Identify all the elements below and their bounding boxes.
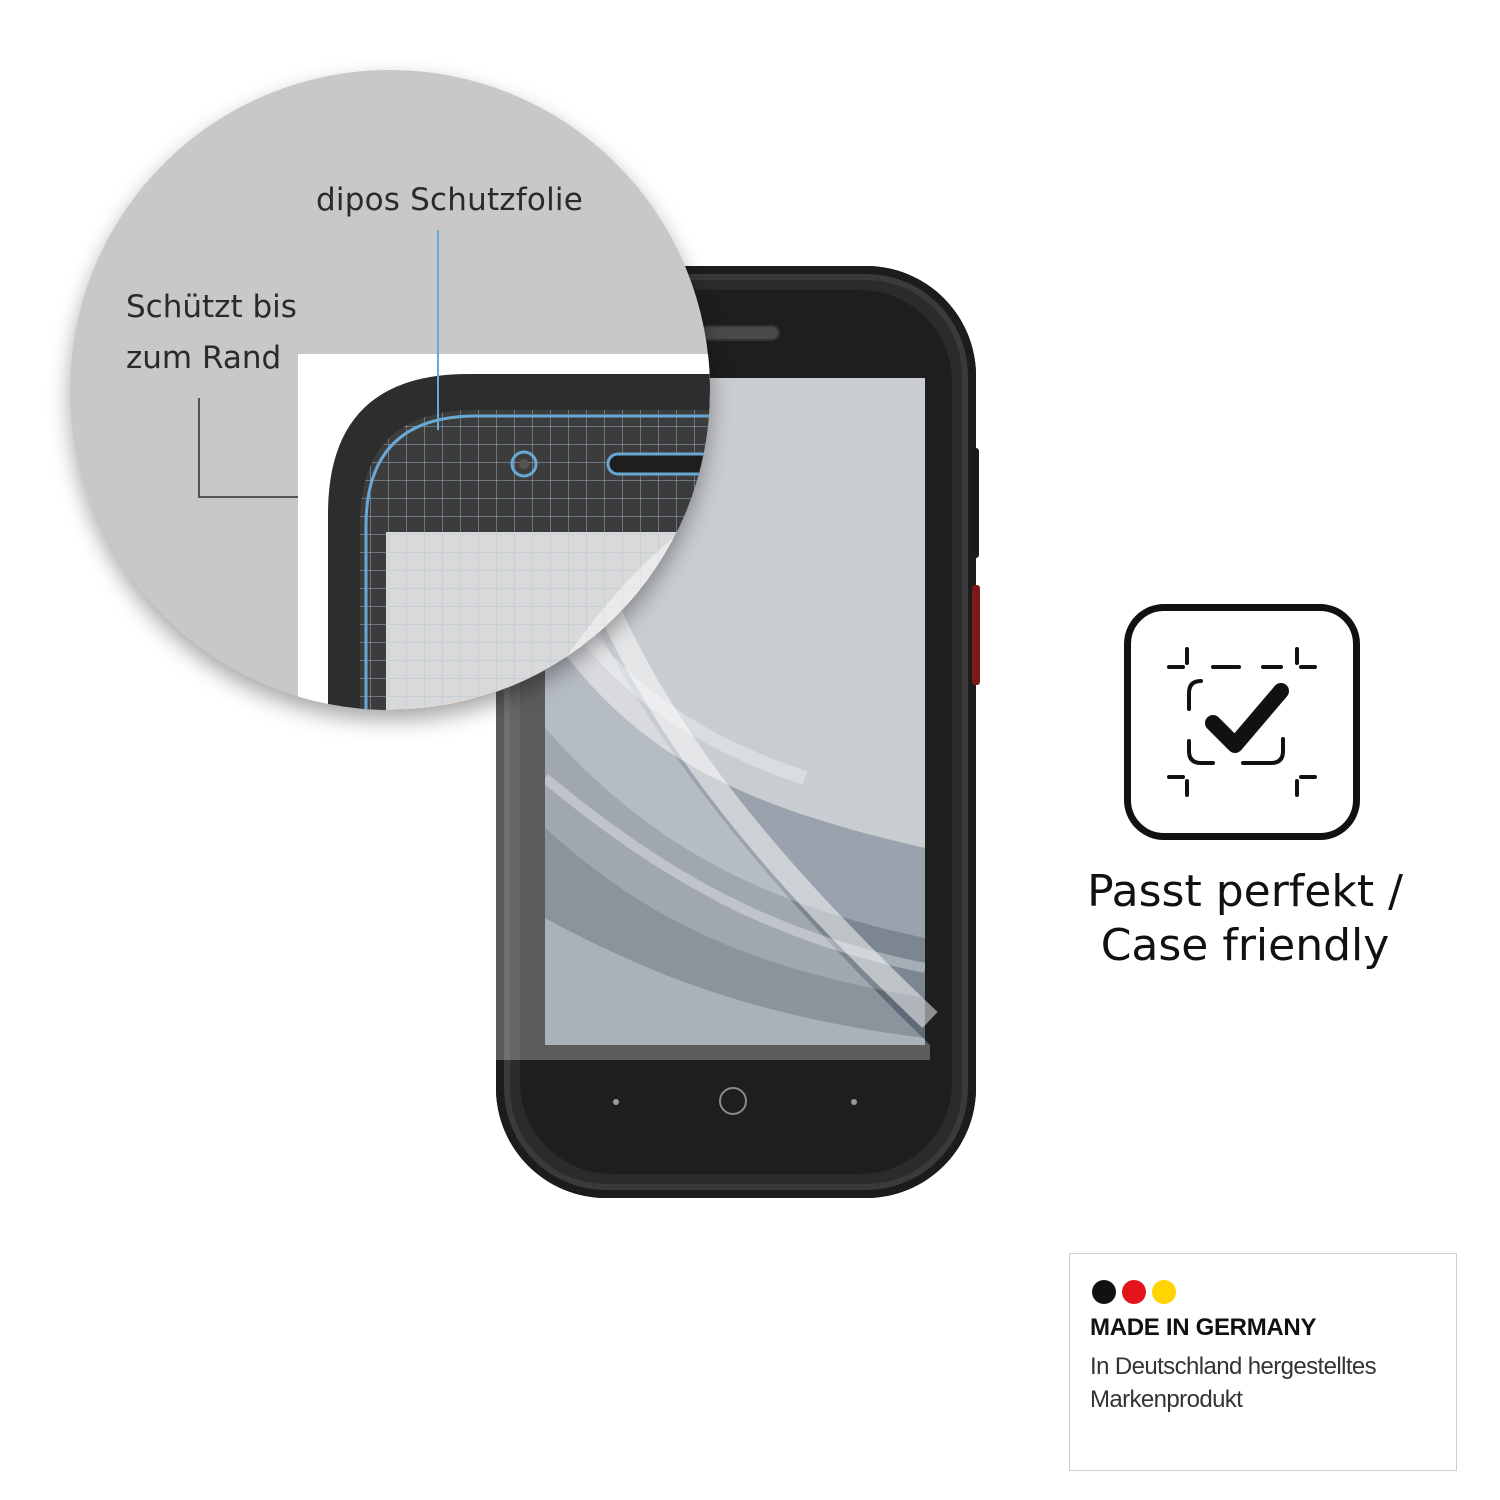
- made-in-germany-badge: MADE IN GERMANY In Deutschland hergestel…: [1069, 1253, 1457, 1471]
- nav-menu-dot: [851, 1099, 857, 1105]
- edge-pointer-line-horizontal: [198, 496, 298, 498]
- edge-protection-label: Schützt bis zum Rand: [126, 289, 297, 376]
- made-in-germany-title: MADE IN GERMANY: [1090, 1314, 1317, 1341]
- volume-button: [972, 448, 979, 558]
- case-fit-check-icon: [1124, 604, 1360, 840]
- film-label: dipos Schutzfolie: [316, 182, 583, 218]
- edge-pointer-line: [198, 398, 200, 498]
- zoomed-corner-illustration: [328, 374, 710, 710]
- flag-dot-black: [1092, 1280, 1116, 1304]
- zoom-magnifier: dipos Schutzfolie Schützt bis zum Rand: [70, 70, 710, 710]
- nav-back-dot: [613, 1099, 619, 1105]
- home-button-icon: [719, 1087, 747, 1115]
- case-friendly-caption: Passt perfekt / Case friendly: [1087, 866, 1403, 971]
- made-in-germany-subtitle: In Deutschland hergestelltes Markenprodu…: [1090, 1353, 1377, 1413]
- flag-dot-gold: [1152, 1280, 1176, 1304]
- film-pointer-line: [437, 230, 439, 430]
- zoomed-phone-corner: [298, 354, 710, 710]
- flag-dot-red: [1122, 1280, 1146, 1304]
- check-icon: [1167, 647, 1317, 797]
- side-key-red: [972, 585, 980, 685]
- earpiece-speaker: [700, 325, 780, 341]
